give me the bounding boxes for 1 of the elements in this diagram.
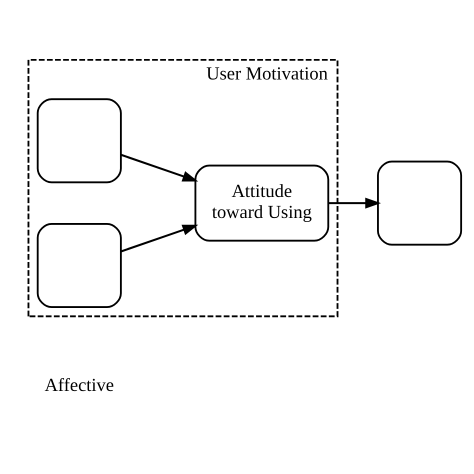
label: Affective [44, 374, 114, 395]
